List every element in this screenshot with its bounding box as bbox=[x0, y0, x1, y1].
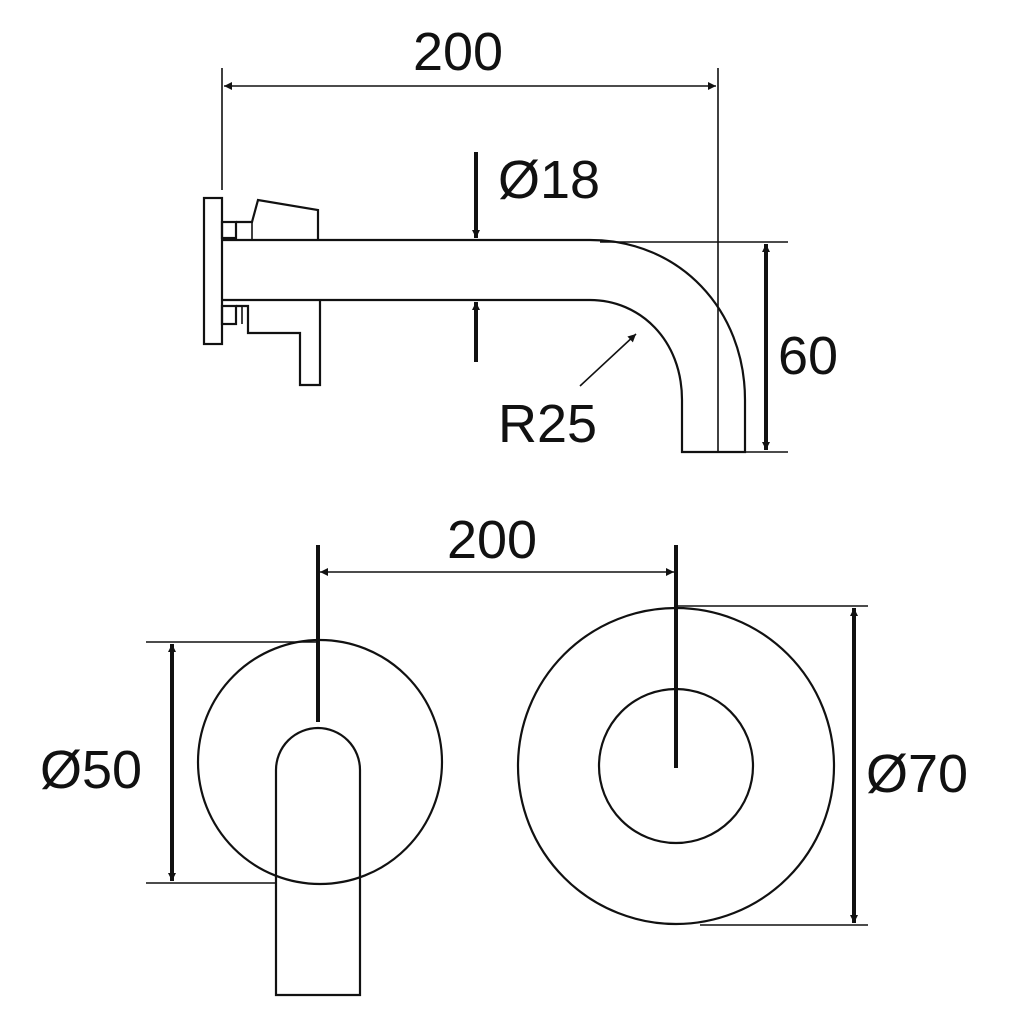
dim-60-label: 60 bbox=[778, 326, 838, 386]
dim-r25-label: R25 bbox=[498, 394, 597, 454]
handle-top bbox=[236, 198, 320, 240]
side-view: 200 Ø18 60 R25 bbox=[202, 22, 838, 454]
dim-50-label: Ø50 bbox=[40, 740, 142, 800]
front-view: 200 Ø50 Ø70 bbox=[40, 510, 968, 997]
dim-200-label: 200 bbox=[413, 22, 503, 82]
handle-lever bbox=[236, 300, 322, 387]
flange-collar bbox=[220, 220, 238, 240]
dim-18-label: Ø18 bbox=[498, 150, 600, 210]
spout-pipe bbox=[222, 238, 747, 454]
dim-front-200-label: 200 bbox=[447, 510, 537, 570]
wall-flange bbox=[202, 196, 224, 346]
dim-70-label: Ø70 bbox=[866, 744, 968, 804]
mixer-handle bbox=[274, 726, 362, 997]
flange-collar-lower bbox=[220, 304, 238, 326]
dim-r25-leader bbox=[579, 333, 637, 387]
